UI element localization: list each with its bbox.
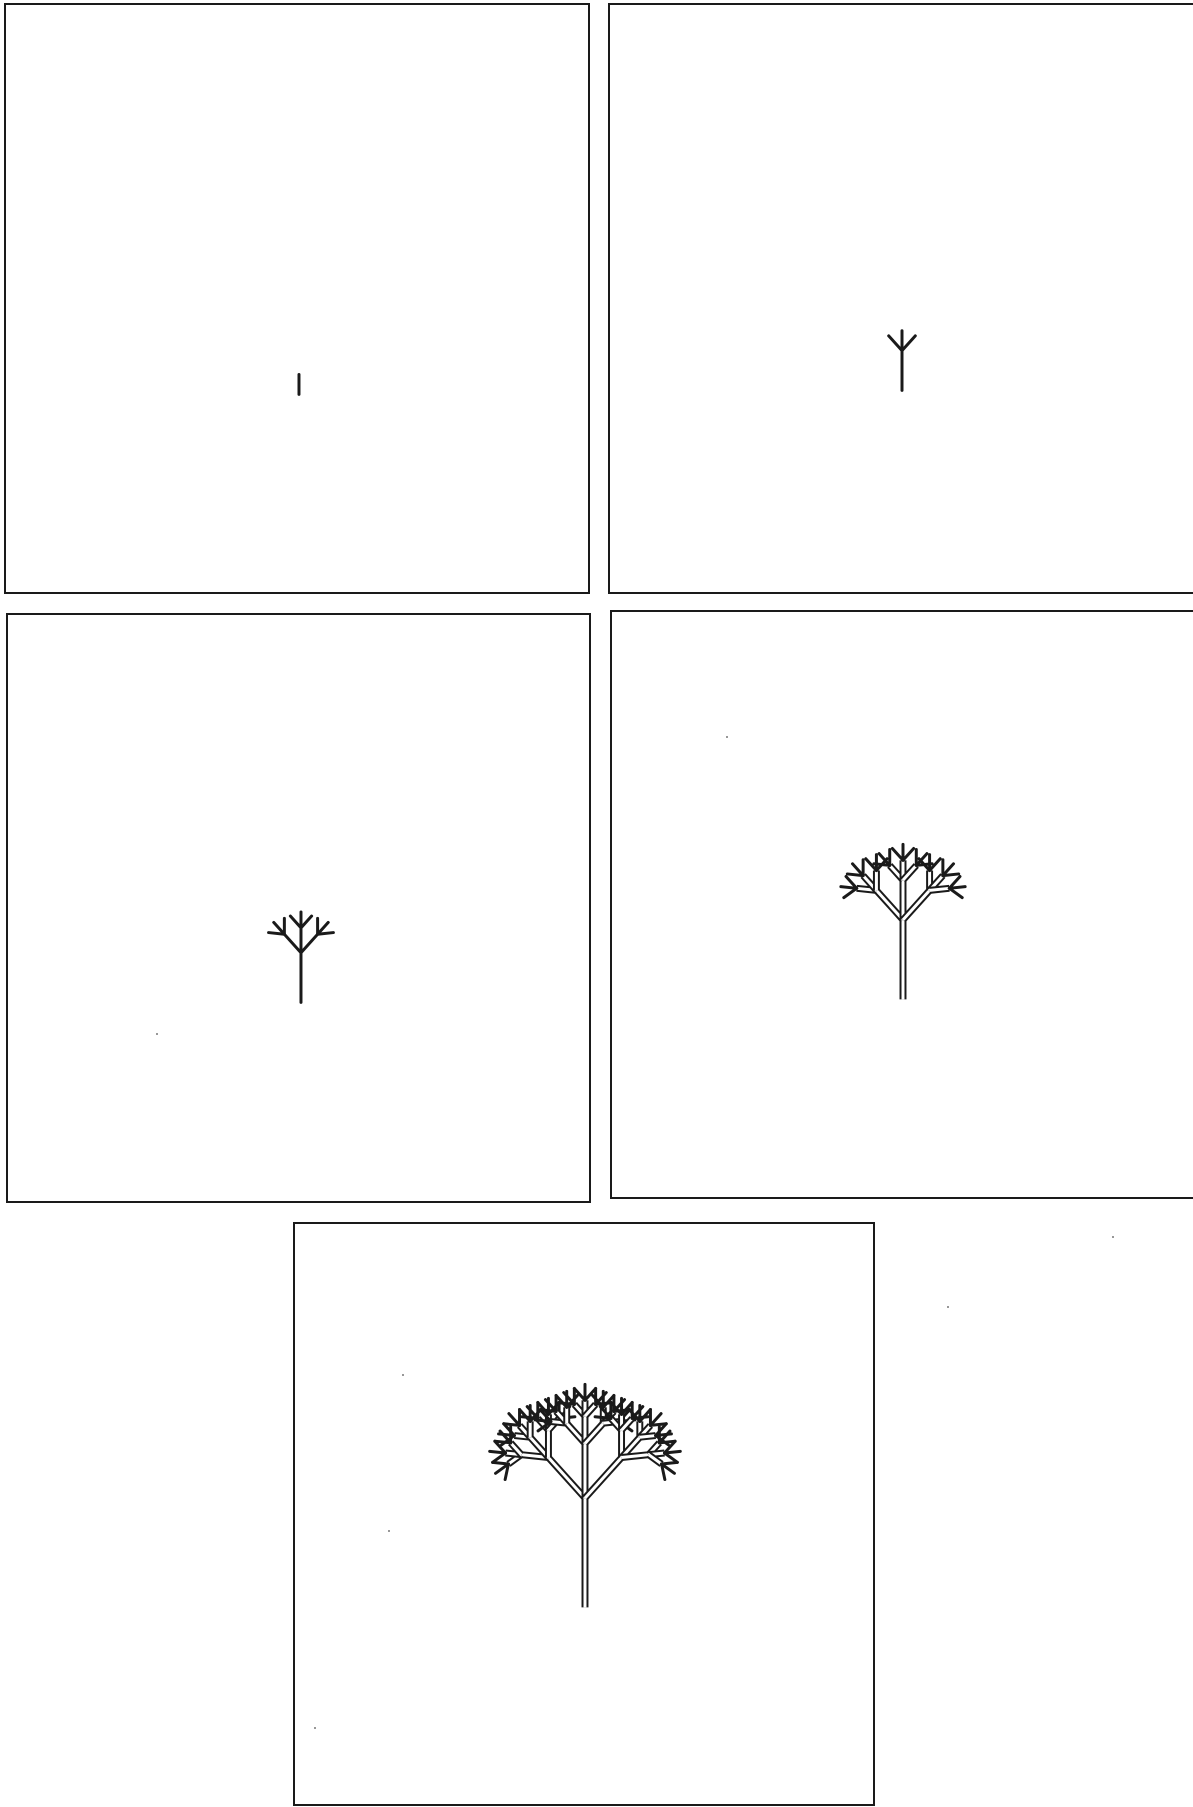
branch (892, 848, 903, 860)
branch (949, 888, 962, 897)
tree-stage-5 (295, 1224, 873, 1804)
scan-speck (947, 1306, 949, 1308)
panel-stage-4 (610, 610, 1193, 1199)
branch (301, 916, 312, 928)
panel-stage-1 (4, 3, 590, 594)
scan-speck (726, 736, 728, 738)
branch (301, 934, 318, 952)
branch (889, 336, 902, 351)
scan-speck (314, 1727, 316, 1729)
scan-speck (156, 1033, 158, 1035)
branch (903, 848, 914, 860)
branch-inner (548, 1458, 585, 1499)
scan-speck (402, 1374, 404, 1376)
branch (493, 1462, 509, 1464)
tree-stage-1 (6, 5, 588, 592)
branch-inner (903, 890, 930, 920)
branch-inner (585, 1458, 622, 1499)
scan-speck (388, 1530, 390, 1532)
branch (662, 1462, 678, 1464)
branch (665, 1453, 678, 1462)
branch (284, 934, 301, 952)
branch-inner (876, 890, 903, 920)
branch (318, 933, 334, 935)
branch (493, 1453, 506, 1462)
branch (949, 887, 965, 889)
tree-stage-3 (8, 615, 589, 1201)
branch (520, 1410, 531, 1422)
branch (290, 916, 301, 928)
branch (844, 888, 857, 897)
panel-stage-5 (293, 1222, 875, 1806)
tree-stage-2 (610, 5, 1193, 592)
branch-inner (930, 888, 950, 890)
scan-speck (1112, 1236, 1114, 1238)
branch (665, 1451, 681, 1453)
panel-stage-2 (608, 3, 1193, 594)
panel-stage-3 (6, 613, 591, 1203)
tree-stage-4 (612, 612, 1193, 1197)
branch-inner (640, 1436, 656, 1438)
branch (943, 874, 959, 876)
branch (640, 1410, 651, 1422)
branch (902, 336, 915, 351)
